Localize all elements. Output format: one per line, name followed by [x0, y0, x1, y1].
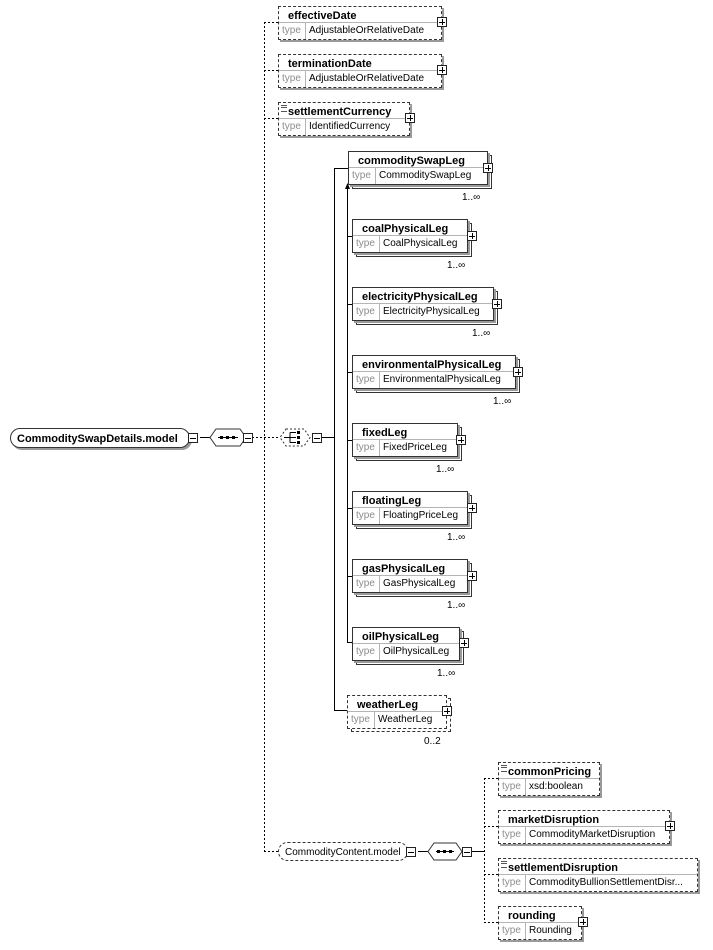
sequence-dots — [218, 436, 238, 439]
cardinality: 1..∞ — [436, 464, 455, 475]
cardinality: 1..∞ — [447, 260, 466, 271]
cardinality: 1..∞ — [472, 328, 491, 339]
minus-box-icon[interactable] — [406, 847, 416, 857]
commodity-content-model-box[interactable]: CommodityContent.model — [278, 842, 408, 861]
cardinality: 1..∞ — [447, 600, 466, 611]
plus-box-icon[interactable] — [513, 367, 523, 377]
documentation-icon — [281, 105, 287, 112]
documentation-icon — [501, 765, 507, 772]
minus-box-icon[interactable] — [312, 433, 322, 443]
documentation-icon — [501, 861, 507, 868]
root-model-name: CommoditySwapDetails.model — [17, 433, 178, 445]
plus-box-icon[interactable] — [442, 706, 452, 716]
cardinality: 1..∞ — [462, 192, 481, 203]
plus-box-icon[interactable] — [483, 163, 493, 173]
cardinality: 0..2 — [424, 736, 441, 747]
plus-box-icon[interactable] — [578, 917, 588, 927]
cardinality: 1..∞ — [447, 532, 466, 543]
plus-box-icon[interactable] — [437, 65, 447, 75]
minus-box-icon[interactable] — [462, 847, 472, 857]
plus-box-icon[interactable] — [467, 231, 477, 241]
plus-box-icon[interactable] — [665, 821, 675, 831]
plus-box-icon[interactable] — [467, 503, 477, 513]
plus-box-icon[interactable] — [459, 638, 469, 648]
minus-box-icon[interactable] — [188, 433, 198, 443]
minus-box-icon[interactable] — [243, 433, 253, 443]
plus-box-icon[interactable] — [467, 571, 477, 581]
root-model-box[interactable]: CommoditySwapDetails.model — [10, 428, 190, 448]
plus-box-icon[interactable] — [405, 113, 415, 123]
plus-box-icon[interactable] — [456, 435, 466, 445]
cardinality: 1..∞ — [493, 396, 512, 407]
plus-box-icon[interactable] — [492, 299, 502, 309]
cardinality: 1..∞ — [437, 668, 456, 679]
plus-box-icon[interactable] — [437, 17, 447, 27]
